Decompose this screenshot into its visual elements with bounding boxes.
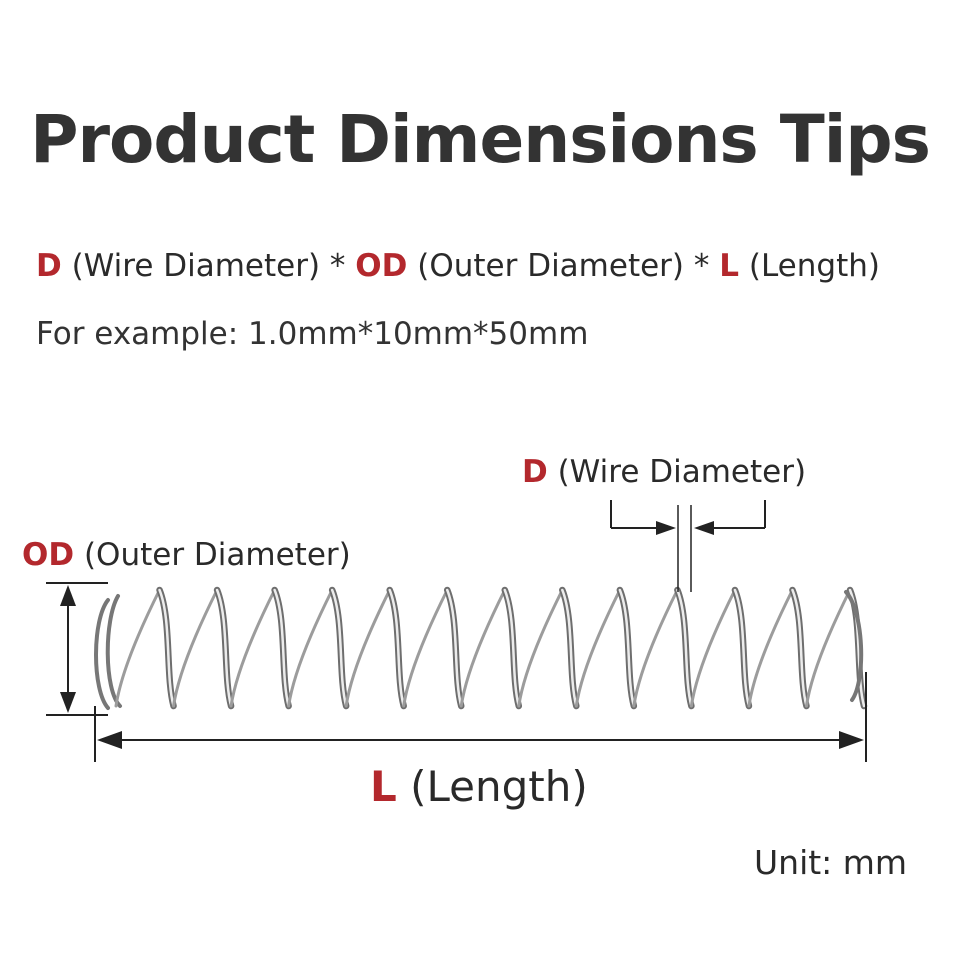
spring-end-coil: [844, 590, 864, 702]
outer-diameter-label-text: (Outer Diameter): [74, 537, 351, 573]
spring-coil-highlight: [561, 588, 578, 708]
example-text: For example: 1.0mm*10mm*50mm: [36, 316, 589, 352]
spring-coil-back: [287, 588, 334, 708]
spring-coil-highlight: [676, 588, 693, 708]
wire-diameter-label-text: (Wire Diameter): [547, 454, 807, 490]
length-abbr: L: [719, 248, 739, 284]
wire-diameter-dimension: [610, 500, 766, 592]
spring-coil-highlight: [330, 588, 348, 708]
outer-diameter-abbr: OD: [355, 248, 408, 284]
length-dimension: [94, 672, 867, 762]
spring-coil-back: [229, 588, 277, 708]
spring-coil-back: [459, 588, 507, 708]
spring-coil-back: [747, 588, 794, 708]
outer-diameter-text: (Outer Diameter) *: [407, 248, 720, 284]
spring-end-coil: [94, 594, 122, 710]
length-label: L (Length): [370, 762, 588, 811]
outer-diameter-dimension: [46, 582, 108, 716]
spring-coil-highlight: [733, 588, 751, 708]
spring-coil-highlight: [618, 588, 636, 708]
spring-coil-highlight: [158, 588, 175, 708]
wire-diameter-abbr: D: [36, 248, 62, 284]
wire-diameter-text: (Wire Diameter) *: [61, 248, 356, 284]
spring-coil-back: [344, 588, 392, 708]
spring-coils: [94, 586, 868, 710]
length-label-text: (Length): [396, 762, 588, 811]
wire-diameter-label: D (Wire Diameter): [522, 454, 806, 490]
spring-coil-highlight: [215, 588, 233, 708]
spring-coil-back: [574, 588, 622, 708]
spring-coil-back: [517, 588, 564, 708]
spring-coil-highlight: [273, 588, 290, 708]
length-text: (Length): [739, 248, 880, 284]
spring-coil-back: [172, 588, 219, 708]
spring-coil-highlight: [445, 588, 463, 708]
spring-coil-back: [632, 588, 679, 708]
spring-coil-back: [402, 588, 449, 708]
wire-diameter-label-abbr: D: [522, 454, 548, 490]
page-title: Product Dimensions Tips: [30, 101, 931, 178]
spring-coil-highlight: [503, 588, 521, 708]
spring-coil-highlight: [791, 588, 808, 708]
spring-coil-back: [804, 588, 852, 708]
length-label-abbr: L: [370, 762, 397, 811]
spring-coil-back: [114, 588, 162, 708]
outer-diameter-label-abbr: OD: [22, 537, 75, 573]
dimension-formula: D (Wire Diameter) * OD (Outer Diameter) …: [36, 248, 880, 284]
unit-label: Unit: mm: [754, 843, 908, 882]
spring-coil-back: [689, 588, 737, 708]
spring-coil-highlight: [388, 588, 405, 708]
outer-diameter-label: OD (Outer Diameter): [22, 537, 351, 573]
